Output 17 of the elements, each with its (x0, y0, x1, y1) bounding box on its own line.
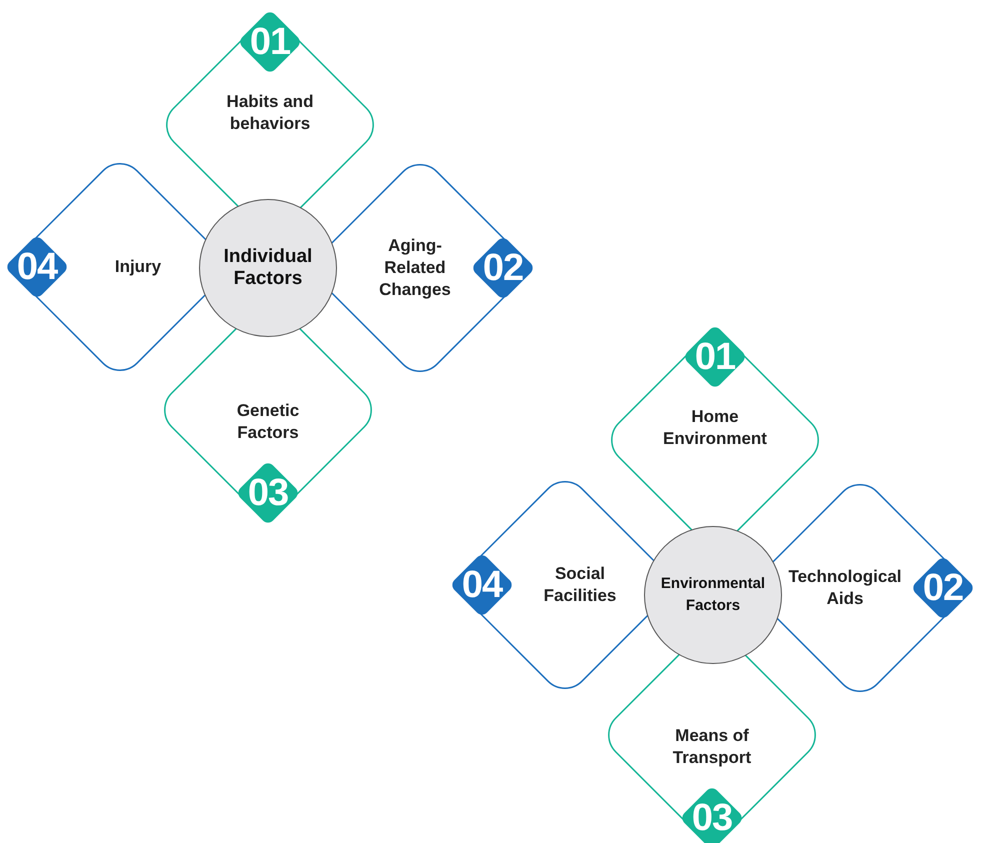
step-number-badge: 02 (910, 555, 976, 621)
center-title: Individual Factors (222, 246, 314, 290)
factor-label: Genetic Factors (236, 400, 300, 444)
factor-label: Home Environment (662, 406, 768, 450)
factor-label: Technological Aids (787, 566, 903, 610)
center-title: Environmental Factors (660, 574, 766, 616)
step-number-badge: 02 (470, 235, 536, 301)
step-number-badge: 03 (235, 460, 301, 526)
factor-label: Social Facilities (542, 563, 618, 607)
factor-label: Habits and behaviors (226, 91, 314, 135)
step-number-badge: 01 (682, 324, 748, 390)
factor-label: Injury (114, 256, 162, 278)
step-number-badge: 01 (237, 9, 303, 75)
factor-label: Means of Transport (672, 725, 752, 769)
step-number-badge: 04 (449, 552, 515, 618)
factor-label: Aging-Related Changes (378, 235, 452, 301)
step-number-badge: 04 (4, 234, 70, 300)
